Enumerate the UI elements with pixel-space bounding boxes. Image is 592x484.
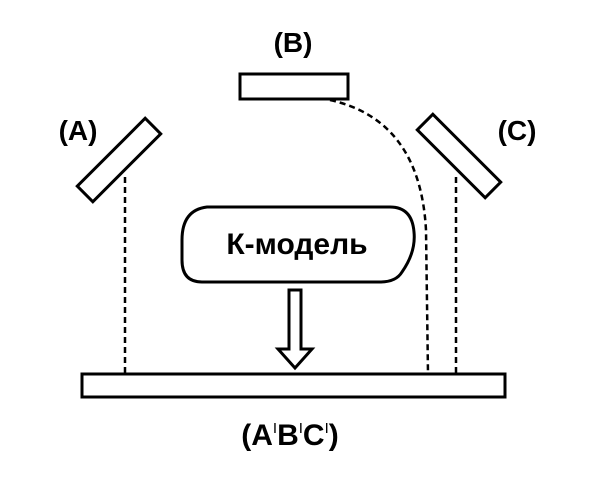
plate-b (238, 72, 350, 101)
label-b: (B) (274, 27, 313, 58)
k-model-box (180, 205, 416, 284)
down-arrow-icon (274, 288, 316, 371)
plate-c (415, 112, 503, 200)
projection-b (329, 98, 430, 375)
label-a: (A) (59, 115, 98, 146)
label-result-prime-3: I (325, 420, 329, 437)
label-c: (C) (498, 115, 537, 146)
plate-result (80, 372, 507, 399)
label-result-close: ) (329, 419, 339, 452)
label-result-c: C (303, 419, 325, 452)
label-result-open: (A (241, 419, 273, 452)
label-result-b: B (277, 419, 299, 452)
k-model-label: К-модель (226, 228, 367, 261)
label-result-prime-2: I (299, 420, 303, 437)
plate-a (75, 116, 163, 204)
label-result: (AIBICI) (241, 419, 339, 452)
label-result-prime-1: I (273, 420, 277, 437)
